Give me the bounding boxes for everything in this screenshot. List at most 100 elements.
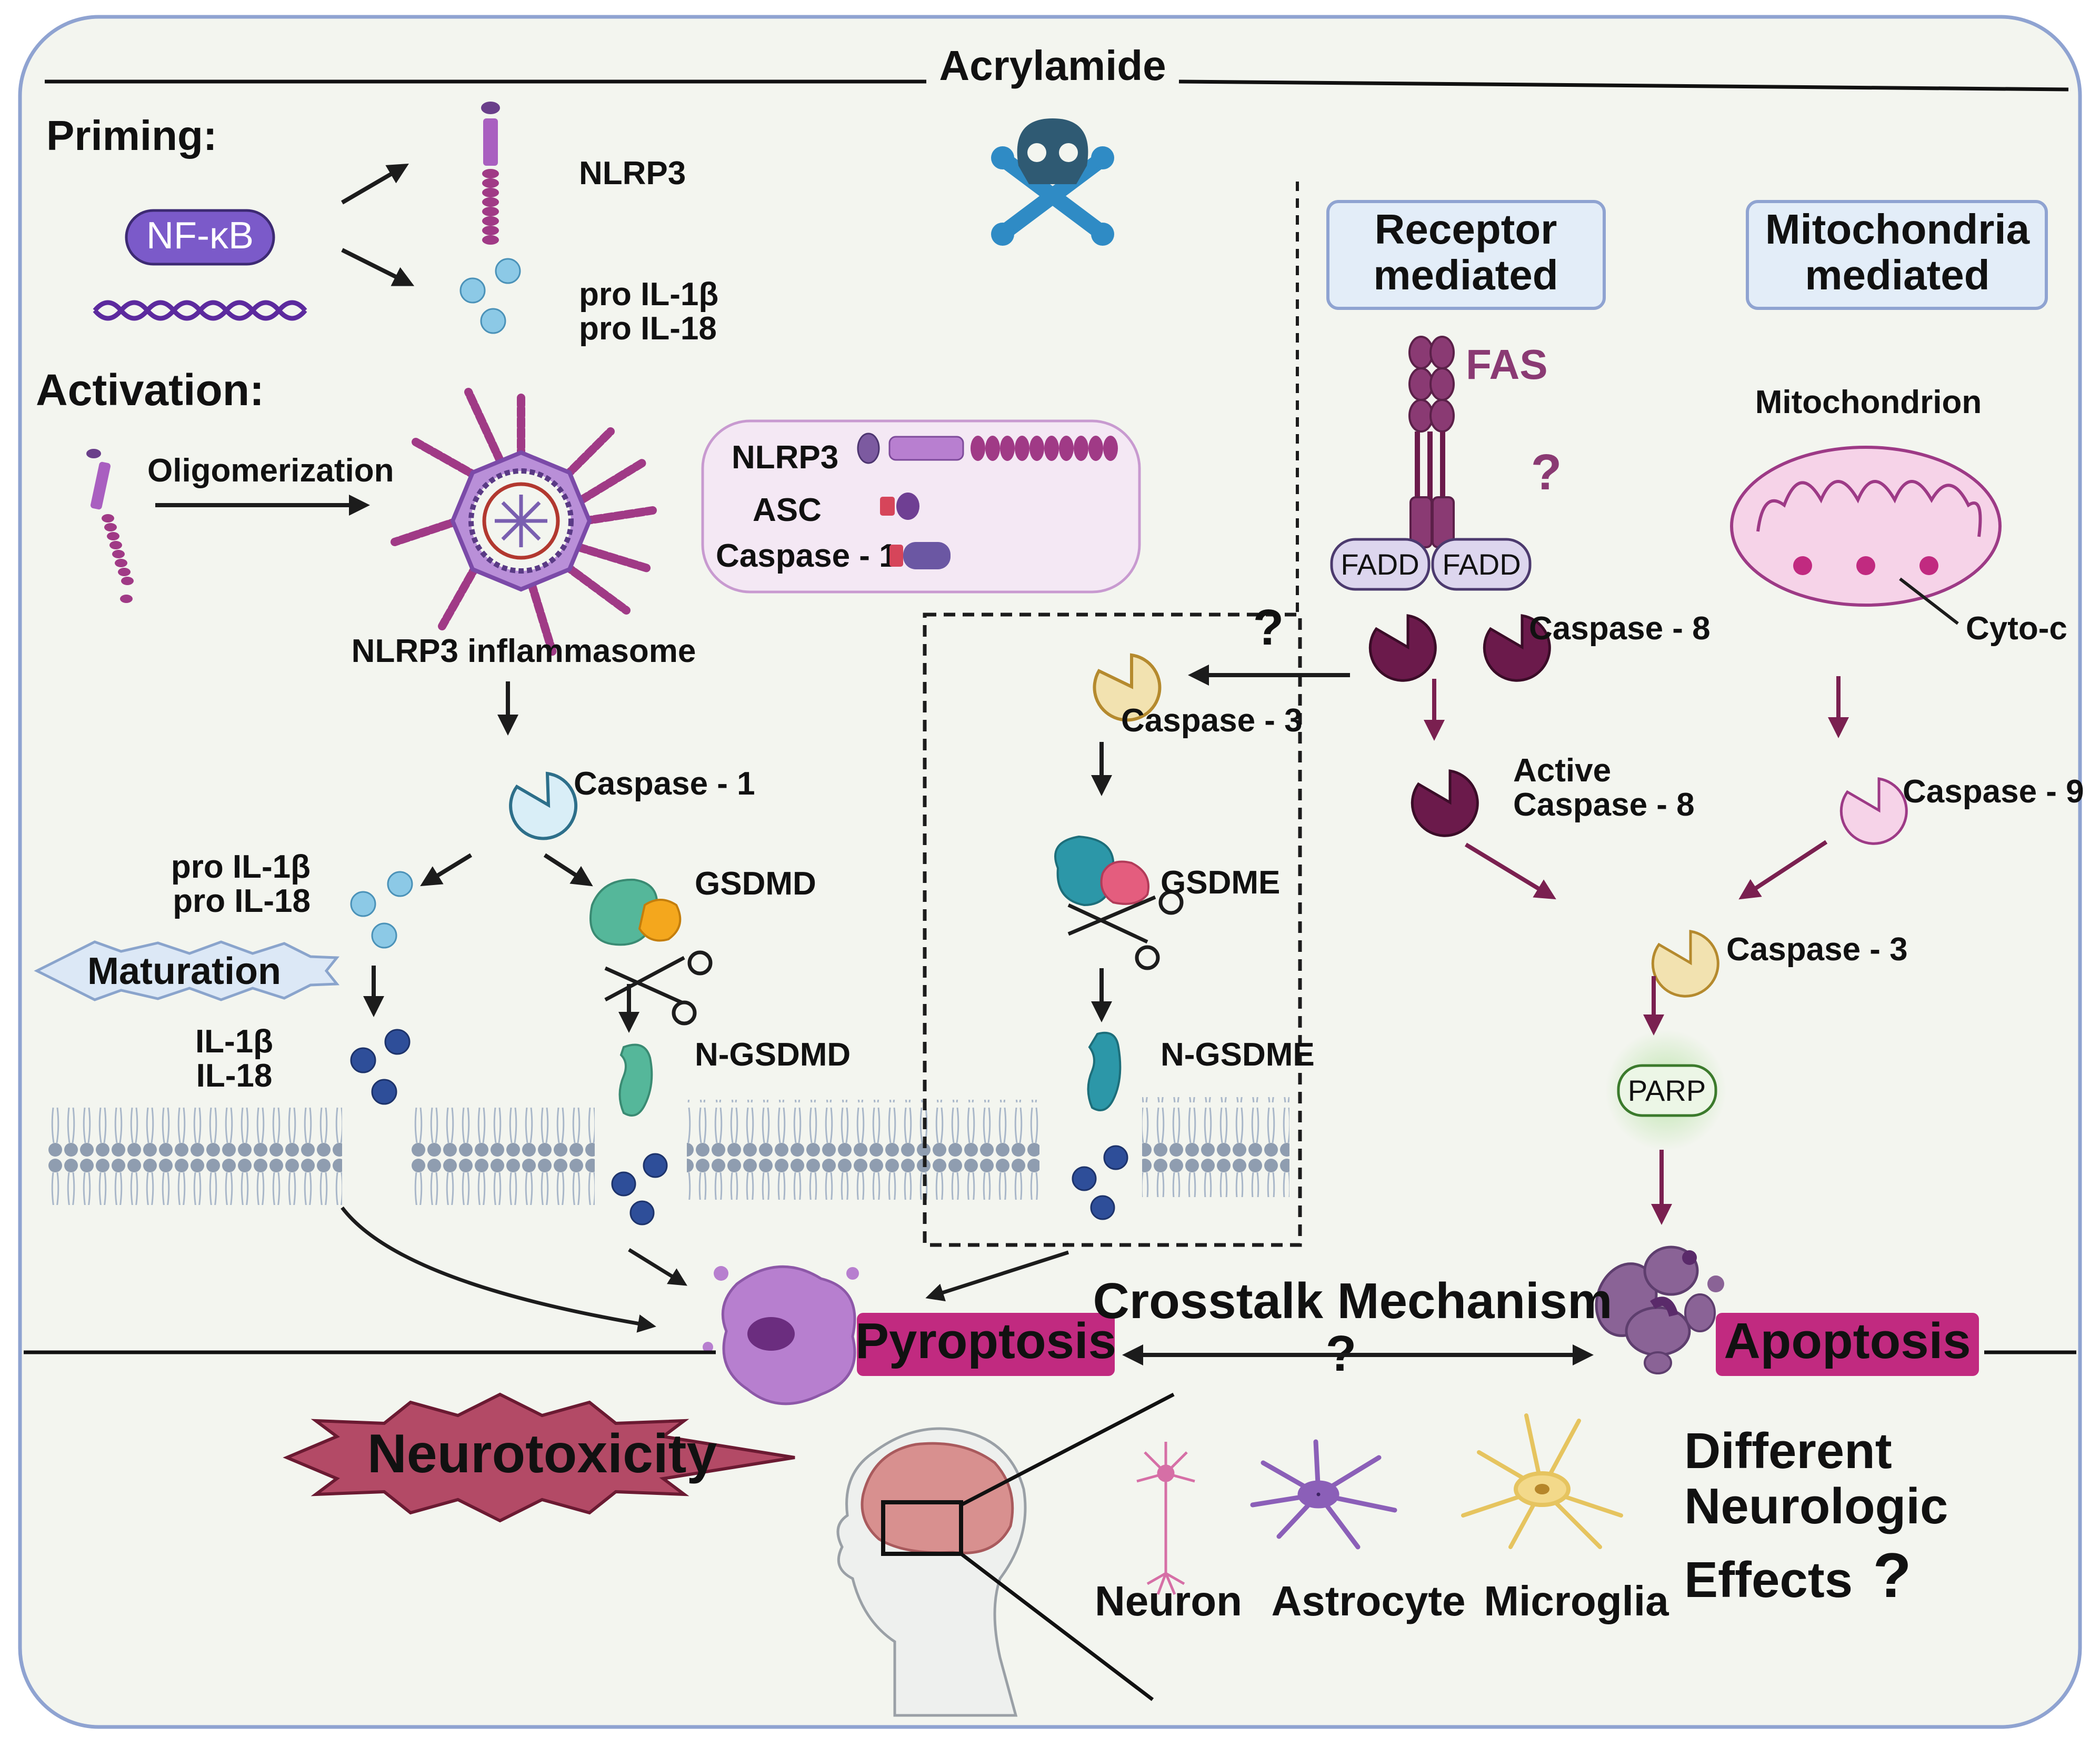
nlrp3-monomer-icon: [481, 102, 500, 245]
receptor-box-line2: mediated: [1373, 252, 1558, 298]
il18-label: IL-18: [196, 1058, 273, 1094]
scissors-icon-gsdme: [1067, 890, 1184, 970]
pyroptotic-cell-icon: [703, 1265, 869, 1405]
cytoc-label: Cyto-c: [1966, 610, 2067, 647]
mitochondrion-icon: [1730, 446, 2002, 607]
zoom-line-bottom: [959, 1552, 1154, 1701]
il1b-label: IL-1β: [195, 1023, 273, 1060]
skull-crossbones-icon: [991, 118, 1114, 246]
nlrp3-inflammasome-icon: [391, 388, 657, 657]
active-c8-line2: Caspase - 8: [1513, 787, 1695, 823]
legend-casp1-label: Caspase - 1: [716, 538, 897, 574]
gsdme-label: GSDME: [1161, 865, 1280, 901]
caspase-3-icon-mid: [1093, 653, 1162, 722]
arrow-nfkb-to-nlrp3: [341, 163, 409, 205]
gsdmd-label: GSDMD: [695, 866, 816, 902]
mito-box-line1: Mitochondria: [1765, 206, 2030, 253]
ngsdme-label: N-GSDME: [1161, 1037, 1315, 1073]
figure-frame: [18, 15, 2082, 1729]
caspase-3-icon-apoptosis: [1651, 930, 1719, 998]
membrane-middle: [687, 1100, 1039, 1200]
priming-heading: Priming:: [46, 112, 217, 159]
fas-receptor-icon: [1408, 336, 1455, 548]
arrow-nfkb-to-cytokines: [341, 248, 415, 286]
n-gsdme-icon: [1087, 1031, 1122, 1111]
arrow-caspase1-to-pro-cytokines: [420, 853, 473, 887]
crosstalk-label: Crosstalk Mechanism: [1093, 1273, 1612, 1329]
pyro-pro-il1b: pro IL-1β: [171, 849, 311, 885]
arrow-c8-to-c3: [1464, 842, 1556, 900]
neuron-label: Neuron: [1095, 1578, 1242, 1624]
maturation-label: Maturation: [87, 950, 281, 992]
neuron-icon: [1136, 1442, 1195, 1595]
fadd-left-badge: [1330, 538, 1431, 591]
mitochondrion-label: Mitochondrion: [1755, 384, 1982, 420]
apoptosis-caspase3-label: Caspase - 3: [1726, 931, 1908, 968]
parp-label: PARP: [1628, 1074, 1706, 1107]
title-rule-right: [1178, 79, 2069, 92]
pro-cytokine-icon: [459, 258, 521, 334]
arrow-left-to-pyroptosis: [341, 1206, 656, 1333]
membrane-middle-left: [411, 1105, 595, 1205]
receptor-box-line1: Receptor: [1375, 206, 1557, 253]
astrocyte-label: Astrocyte: [1271, 1578, 1465, 1624]
caspase-9-icon: [1839, 777, 1908, 845]
apoptotic-cell-icon: [1595, 1245, 1724, 1374]
head-brain-icon: [836, 1427, 1027, 1717]
effects-question: ?: [1873, 1540, 1911, 1611]
caspase1-label: Caspase - 1: [574, 766, 755, 802]
pyro-pro-il18: pro IL-18: [173, 883, 311, 919]
caspase9-label: Caspase - 9: [1903, 773, 2084, 810]
released-cytokine-icon: [611, 1153, 668, 1225]
active-caspase-8-icon: [1411, 769, 1479, 837]
apoptosis-label: Apoptosis: [1724, 1313, 1971, 1369]
caspase-8-icon-left: [1368, 614, 1437, 682]
membrane-left: [47, 1105, 342, 1205]
priming-nlrp3-label: NLRP3: [579, 155, 686, 192]
n-gsdmd-icon: [618, 1043, 653, 1117]
legend-nlrp3-label: NLRP3: [732, 439, 838, 476]
gsdme-dashed-box: [923, 612, 1302, 1247]
activation-heading: Activation:: [36, 365, 264, 415]
nfkb-badge: [125, 209, 275, 266]
zoom-line-top: [960, 1392, 1175, 1507]
mid-caspase3-label: Caspase - 3: [1121, 702, 1303, 739]
receptor-mediated-box: [1326, 200, 1606, 310]
effects-line2: Neurologic: [1684, 1478, 1948, 1534]
active-c8-line1: Active: [1513, 752, 1611, 789]
inflammasome-legend: [701, 419, 1141, 594]
microglia-label: Microglia: [1484, 1578, 1669, 1624]
pro-cytokine-cluster-icon: [350, 871, 413, 949]
cytoc-pointer: [1899, 577, 1959, 625]
caspase-1-domain-icon: [889, 542, 951, 569]
oligomerization-label: Oligomerization: [147, 453, 394, 489]
membrane-right: [1142, 1097, 1289, 1197]
arrow-caspase1-to-gsdmd: [543, 853, 593, 887]
arrow-gsdme-to-pyroptosis: [925, 1250, 1069, 1302]
maturation-burst: [34, 940, 340, 1001]
dna-strand-2: [93, 300, 307, 321]
pyroptosis-label: Pyroptosis: [855, 1313, 1116, 1369]
apoptosis-badge: [1716, 1313, 1979, 1376]
receptor-question: ?: [1531, 444, 1562, 500]
arrow-gsdmd-to-pyroptosis: [628, 1248, 687, 1286]
mid-question: ?: [1253, 599, 1284, 656]
scissors-icon: [604, 950, 713, 1026]
title: Acrylamide: [939, 42, 1166, 89]
gsdme-icon: [1054, 835, 1149, 907]
fadd-right-label: FADD: [1442, 548, 1521, 581]
effects-line1: Different: [1684, 1423, 1892, 1479]
priming-pro-il1b: pro IL-1β: [579, 276, 718, 313]
nfkb-label: NF-κB: [146, 215, 254, 257]
legend-asc-label: ASC: [753, 492, 822, 528]
mito-mediated-box: [1746, 200, 2048, 310]
asc-icon: [880, 493, 919, 520]
caspase-1-icon: [509, 771, 578, 840]
neurotoxicity-burst: [283, 1392, 795, 1523]
caspase-8-icon-right: [1483, 614, 1551, 682]
arrow-c9-to-c3: [1738, 840, 1828, 900]
priming-pro-il18: pro IL-18: [579, 310, 717, 347]
mito-box-line2: mediated: [1805, 252, 1989, 298]
